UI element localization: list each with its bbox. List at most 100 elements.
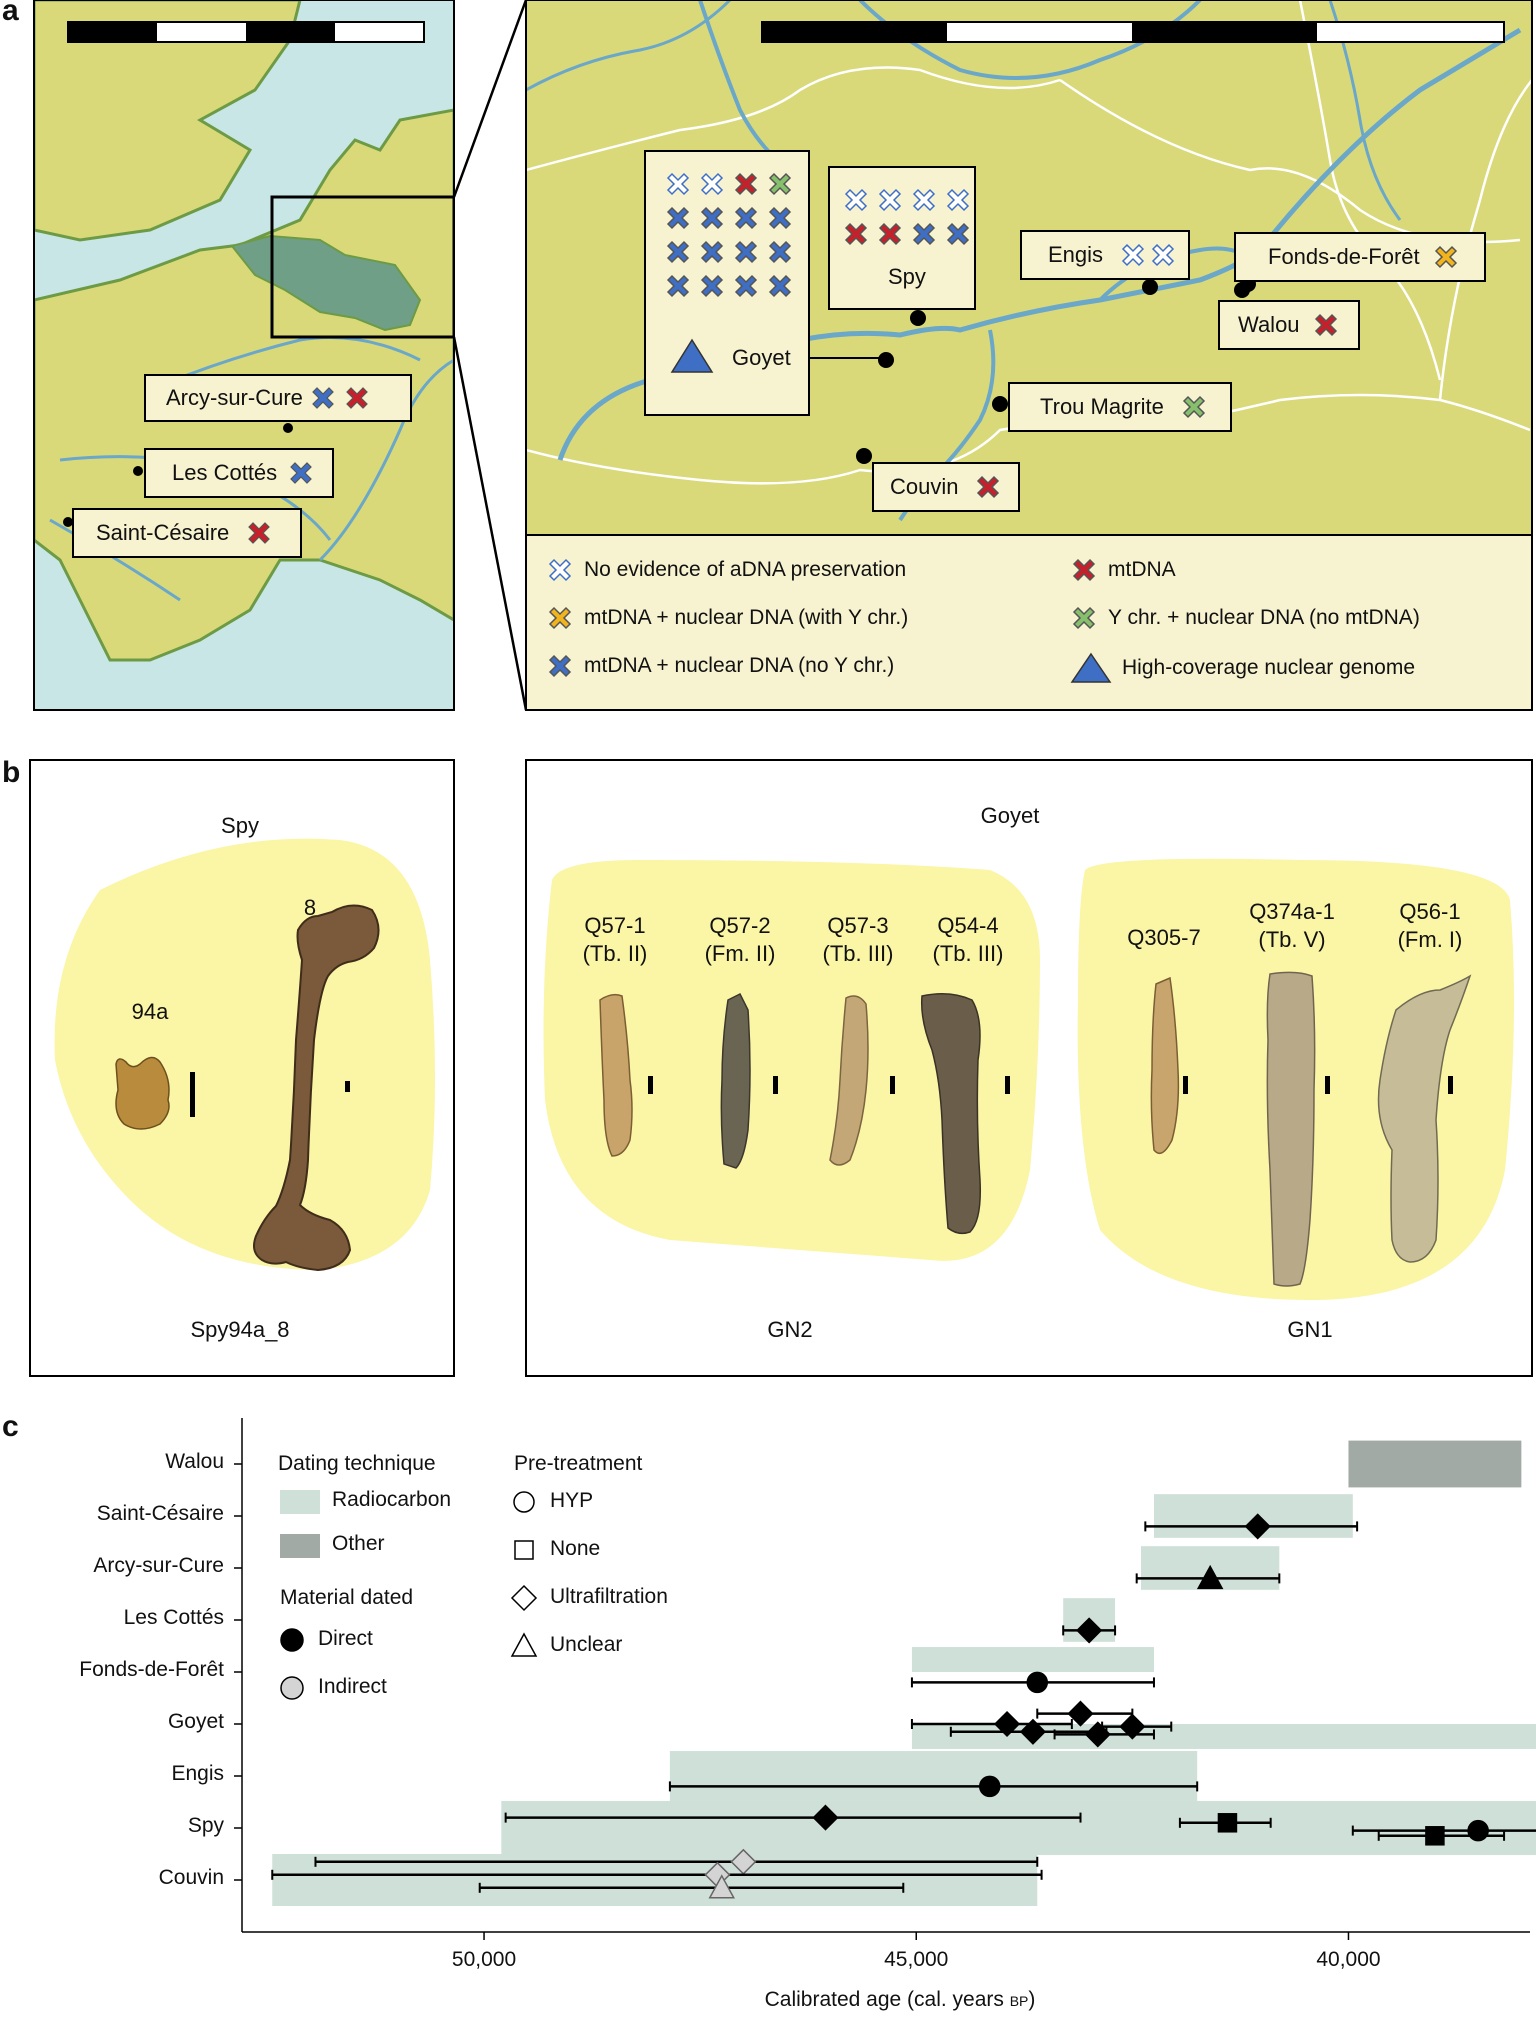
tooth-94a	[115, 1056, 170, 1130]
specimen-label: Q57-2(Fm. II)	[704, 913, 776, 966]
x-tick-label: 40,000	[1316, 1948, 1381, 1971]
genome-triangle-icon	[670, 338, 714, 373]
band-fonds-de-for-t	[911, 1647, 1154, 1672]
y-tick-label: Engis	[171, 1762, 224, 1785]
legend-pretreatment-label: Ultrafiltration	[550, 1585, 668, 1608]
data-point-diamond	[1084, 1721, 1111, 1748]
label-les-cottes-text: Les Cottés	[172, 460, 278, 485]
label-fonds-text: Fonds-de-Forêt	[1268, 244, 1420, 269]
label-fonds-de-foret: Fonds-de-Forêt	[1234, 232, 1486, 282]
legend-pretreatment-square-icon	[514, 1540, 534, 1560]
goyet-marker-grid	[664, 170, 794, 306]
data-point-diamond	[704, 1861, 731, 1888]
data-point-triangle	[708, 1874, 736, 1899]
label-goyet: Goyet	[644, 150, 810, 416]
specimen-label-94a: 94a	[131, 999, 169, 1024]
blue-x-icon	[700, 240, 724, 264]
legend-text: mtDNA	[1108, 558, 1176, 581]
band-arcy-sur-cure	[1141, 1546, 1280, 1590]
white-x-icon	[912, 188, 936, 212]
legend-text: mtDNA + nuclear DNA (with Y chr.)	[584, 606, 909, 629]
trou-markers	[1180, 393, 1208, 421]
legend-technique-label: Other	[332, 1532, 385, 1555]
data-point-diamond	[1119, 1713, 1146, 1740]
white-x-icon	[666, 172, 690, 196]
blue-x-icon	[734, 206, 758, 230]
y-tick-label: Walou	[165, 1450, 224, 1473]
label-trou-text: Trou Magrite	[1040, 394, 1164, 419]
femur-8	[253, 904, 380, 1272]
x-axis-title: Calibrated age (cal. years BP)	[764, 1988, 1036, 2011]
data-point-diamond	[730, 1848, 757, 1875]
label-walou: Walou	[1218, 300, 1360, 350]
panel-letter-c: c	[2, 1410, 19, 1443]
legend-swatch-radiocarbon	[280, 1490, 320, 1514]
white-x-icon	[700, 172, 724, 196]
label-trou-magrite: Trou Magrite	[1008, 382, 1232, 432]
spy-marker-grid	[842, 186, 972, 254]
orange-x-icon	[548, 606, 572, 630]
data-point-diamond	[1067, 1700, 1094, 1727]
label-couvin-text: Couvin	[890, 474, 959, 499]
blue-x-icon	[666, 206, 690, 230]
blue-x-icon	[768, 206, 792, 230]
fonds-markers	[1432, 243, 1460, 271]
red-x-icon	[245, 519, 273, 547]
data-point-circle	[1026, 1671, 1049, 1694]
blue-x-icon	[768, 274, 792, 298]
x-tick-label: 50,000	[451, 1948, 517, 1971]
gn1-footer: GN1	[1287, 1317, 1333, 1342]
label-spy-text: Spy	[888, 264, 926, 289]
blue-x-icon	[946, 222, 970, 246]
y-tick-label: Saint-Césaire	[96, 1502, 224, 1525]
data-point-diamond	[1019, 1718, 1047, 1745]
legend-material-label: Indirect	[318, 1675, 387, 1698]
legend-pretreatment-label: None	[550, 1537, 601, 1560]
red-x-icon	[1314, 313, 1337, 337]
label-les-cottes: Les Cottés	[144, 448, 334, 498]
band-les-cott-s	[1063, 1598, 1116, 1642]
legend-material-label: Direct	[318, 1627, 373, 1650]
specimen-label: Q54-4(Tb. III)	[932, 913, 1004, 966]
specimen-label-8: 8	[303, 895, 317, 920]
legend-pretreatment-diamond-icon	[510, 1584, 538, 1612]
bone-q57-3	[829, 995, 869, 1166]
legend-text: High-coverage nuclear genome	[1122, 656, 1416, 679]
data-point-diamond	[812, 1804, 839, 1831]
data-point-diamond	[1244, 1513, 1271, 1540]
y-tick-label: Les Cottés	[123, 1606, 224, 1629]
specimen-label: Q56-1(Fm. I)	[1397, 899, 1463, 952]
legend-technique-label: Radiocarbon	[332, 1488, 452, 1511]
red-x-icon	[1072, 558, 1096, 582]
legend-material-direct	[280, 1628, 304, 1652]
legend-swatch-other	[280, 1534, 320, 1558]
orange-x-icon	[1434, 245, 1457, 269]
blue-x-icon	[734, 240, 758, 264]
green-x-icon	[1182, 395, 1205, 419]
legend-text: Y chr. + nuclear DNA (no mtDNA)	[1108, 606, 1420, 629]
blue-x-icon	[912, 222, 936, 246]
bone-q54-4	[920, 993, 982, 1235]
specimen-label: Q57-1(Tb. II)	[582, 913, 648, 966]
label-saint-cesaire: Saint-Césaire	[72, 508, 302, 558]
data-point-circle	[978, 1775, 1001, 1798]
legend-pretreatment-triangle-icon	[510, 1632, 538, 1657]
data-point-triangle	[1196, 1564, 1224, 1590]
inset-extent-box	[270, 195, 454, 339]
legend-text: No evidence of aDNA preservation	[584, 558, 907, 581]
legend-text: mtDNA + nuclear DNA (no Y chr.)	[584, 654, 895, 677]
red-x-icon	[734, 172, 758, 196]
overview-scale-bar	[67, 21, 425, 43]
white-x-icon	[1151, 243, 1175, 267]
red-x-icon	[343, 384, 371, 412]
white-x-icon	[844, 188, 868, 212]
gn2-footer: GN2	[767, 1317, 813, 1342]
blue-x-icon	[734, 274, 758, 298]
bone-q57-2	[720, 992, 751, 1169]
legend-item-orange: mtDNA + nuclear DNA (with Y chr.)	[546, 604, 908, 632]
data-point-diamond	[993, 1710, 1021, 1738]
blue-x-icon	[309, 384, 337, 412]
band-saint-c-saire	[1153, 1494, 1353, 1538]
legend-material-title: Material dated	[280, 1586, 414, 1609]
y-tick-label: Spy	[187, 1814, 224, 1837]
